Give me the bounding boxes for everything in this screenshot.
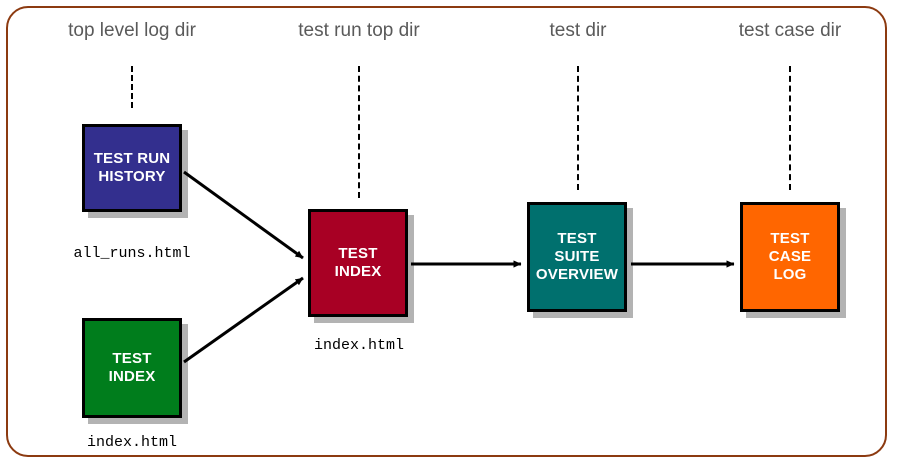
column-label-test-case-dir: test case dir	[738, 20, 842, 41]
node-label-test-suite-overview: TEST SUITE OVERVIEW	[535, 229, 619, 284]
column-label-test-dir: test dir	[549, 20, 607, 41]
node-label-test-index-top-level: TEST INDEX	[108, 349, 156, 385]
dashed-connector-test-dir	[577, 66, 579, 190]
node-test-suite-overview[interactable]: TEST SUITE OVERVIEW	[527, 202, 627, 312]
file-caption-index-html-run: index.html	[313, 337, 405, 354]
node-test-index-top-level[interactable]: TEST INDEX	[82, 318, 182, 418]
column-label-test-run-top-dir: test run top dir	[298, 20, 420, 41]
node-label-test-case-log: TEST CASE LOG	[768, 229, 812, 284]
diagram-frame-border	[6, 6, 887, 457]
node-test-run-history[interactable]: TEST RUN HISTORY	[82, 124, 182, 212]
dashed-connector-test-run-top-dir	[358, 66, 360, 198]
column-label-top-level-log-dir: top level log dir	[68, 20, 196, 41]
dashed-connector-test-case-dir	[789, 66, 791, 190]
file-caption-index-html-top-level: index.html	[86, 434, 178, 451]
node-label-test-index-run: TEST INDEX	[334, 244, 382, 280]
node-test-index-run[interactable]: TEST INDEX	[308, 209, 408, 317]
node-label-test-run-history: TEST RUN HISTORY	[93, 149, 171, 185]
node-test-case-log[interactable]: TEST CASE LOG	[740, 202, 840, 312]
dashed-connector-top-level-log-dir	[131, 66, 133, 108]
file-caption-all-runs-html: all_runs.html	[73, 245, 191, 262]
